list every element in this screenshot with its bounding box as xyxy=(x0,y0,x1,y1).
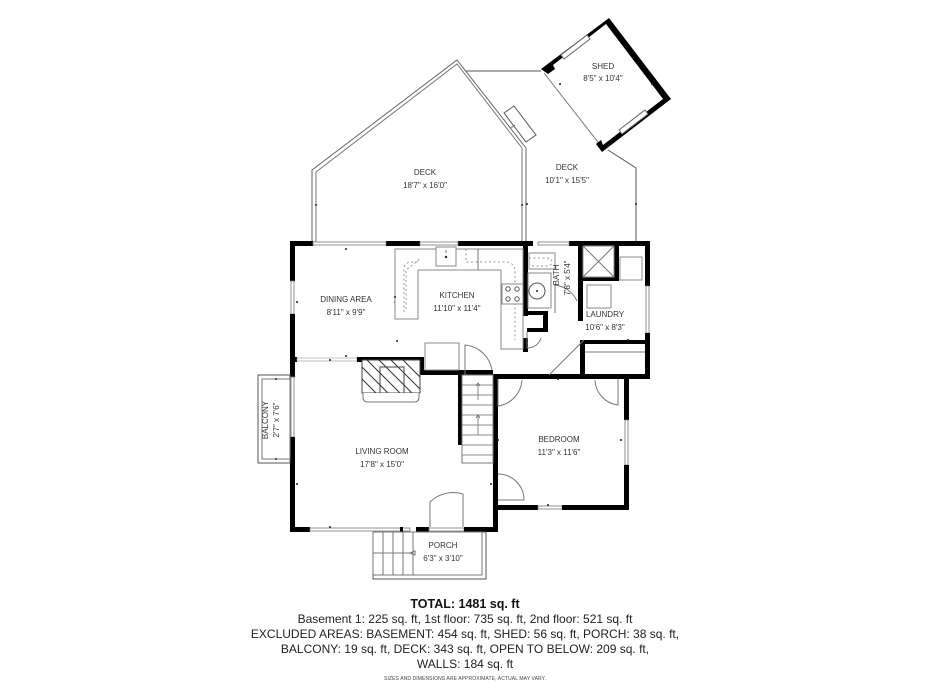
label-dining-name: DINING AREA xyxy=(320,295,372,304)
deck-side xyxy=(466,70,637,243)
label-bedroom-dims: 11'3" x 11'6" xyxy=(538,448,581,457)
bedroom-doors xyxy=(497,378,622,506)
label-bath-dims: 7'8" x 5'4" xyxy=(563,260,572,295)
fireplace xyxy=(361,359,421,403)
porch xyxy=(372,531,487,580)
label-dining-dims: 8'11" x 9'9" xyxy=(327,308,366,317)
label-kitchen-name: KITCHEN xyxy=(439,291,474,300)
bath-fixtures xyxy=(526,245,615,349)
label-bedroom-name: BEDROOM xyxy=(538,435,580,444)
kitchen-cabinets xyxy=(394,246,528,376)
disclaimer: SIZES AND DIMENSIONS ARE APPROXIMATE, AC… xyxy=(384,676,546,682)
label-deck-main-name: DECK xyxy=(414,168,437,177)
label-shed-name: SHED xyxy=(592,62,614,71)
deck-main xyxy=(311,59,537,243)
laundry-fixtures xyxy=(548,256,645,376)
excluded-areas-line-2: BALCONY: 19 sq. ft, DECK: 343 sq. ft, OP… xyxy=(280,642,650,656)
label-living-dims: 17'8" x 15'0" xyxy=(360,460,404,469)
label-balcony-name: BALCONY xyxy=(261,400,270,439)
label-living-name: LIVING ROOM xyxy=(355,447,409,456)
label-deck-side-name: DECK xyxy=(556,163,579,172)
label-deck-side-dims: 10'1" x 15'5" xyxy=(545,176,589,185)
balcony xyxy=(257,374,291,464)
total-area: TOTAL: 1481 sq. ft xyxy=(410,597,520,611)
shed xyxy=(541,18,671,152)
label-porch-name: PORCH xyxy=(429,541,458,550)
label-laundry-dims: 10'6" x 8'3" xyxy=(585,323,625,332)
label-porch-dims: 6'3" x 3'10" xyxy=(423,554,463,563)
label-deck-main-dims: 18'7" x 16'0" xyxy=(403,181,447,190)
exterior-walls xyxy=(290,241,650,532)
floor-breakdown: Basement 1: 225 sq. ft, 1st floor: 735 s… xyxy=(297,612,633,626)
walls-area: WALLS: 184 sq. ft xyxy=(416,657,514,671)
label-laundry-name: LAUNDRY xyxy=(586,310,625,319)
label-balcony-dims: 2'7" x 7'6" xyxy=(272,402,281,437)
stairs xyxy=(461,374,494,464)
excluded-areas-line-1: EXCLUDED AREAS: BASEMENT: 454 sq. ft, SH… xyxy=(250,627,680,641)
label-bath-name: BATH xyxy=(552,264,561,285)
living-details xyxy=(296,359,492,528)
room-labels: SHED 8'5" x 10'4" DECK 18'7" x 16'0" DEC… xyxy=(261,62,625,563)
label-shed-dims: 8'5" x 10'4" xyxy=(583,74,623,83)
label-kitchen-dims: 11'10" x 11'4" xyxy=(433,304,480,313)
